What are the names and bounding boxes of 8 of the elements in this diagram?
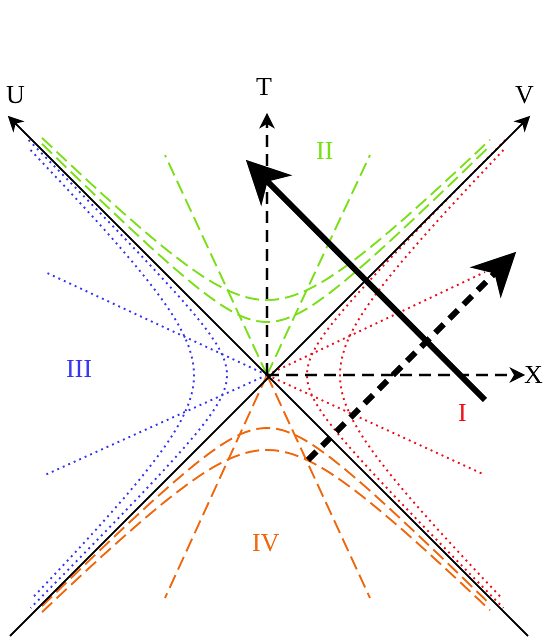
region-label: III (66, 356, 92, 382)
axis-label: V (515, 82, 534, 108)
region-label: II (316, 138, 334, 164)
axis-label: U (6, 82, 25, 108)
axis-label: X (524, 362, 543, 388)
region-label: IV (252, 530, 280, 556)
axis-label: T (256, 74, 272, 100)
region-label: I (458, 400, 467, 426)
